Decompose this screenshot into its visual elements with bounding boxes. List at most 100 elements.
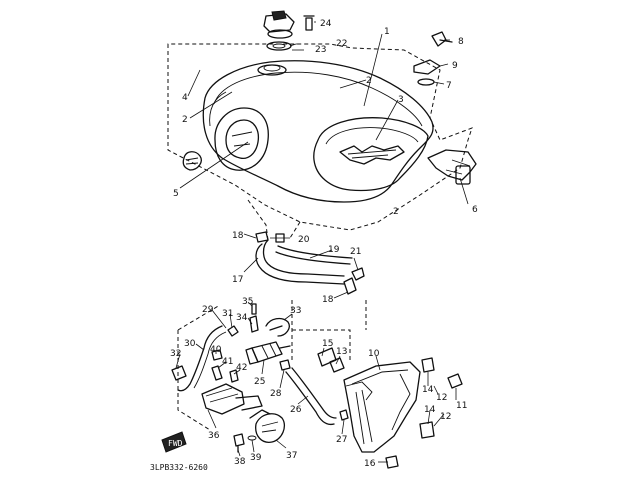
callout-11: 11 (456, 401, 467, 411)
callout-2: 2 (366, 76, 372, 86)
callout-38: 38 (234, 457, 246, 467)
callout-33: 33 (290, 306, 301, 316)
callout-29: 29 (202, 305, 214, 315)
bolt-41 (211, 365, 223, 381)
grommet-14-lower (419, 421, 435, 439)
fuel-cap[interactable] (263, 10, 295, 39)
relay-36 (201, 383, 263, 415)
callout-13: 13 (336, 347, 347, 357)
bolt-8 (431, 31, 453, 47)
callout-7: 7 (446, 81, 452, 91)
pump-boundary (291, 300, 367, 360)
drawing-code: 3LPB332-6260 (150, 463, 208, 472)
callout-31: 31 (222, 309, 233, 319)
fuel-pump (245, 341, 291, 365)
callout-20: 20 (298, 235, 310, 245)
clip-27 (339, 409, 349, 421)
wire-harness-2 (193, 331, 227, 389)
callout-5: 5 (173, 189, 179, 199)
callout-14: 14 (424, 405, 436, 415)
fuel-hose-17-outer (262, 239, 345, 277)
callout-4: 4 (182, 93, 188, 103)
callout-2: 2 (182, 115, 188, 125)
pump-bracket-33 (265, 317, 290, 337)
bolt-40 (211, 349, 223, 361)
callout-41: 41 (222, 357, 233, 367)
washer-7 (417, 78, 435, 86)
cap-screw (303, 15, 315, 31)
callout-8: 8 (458, 37, 464, 47)
tank-assembly-boundary (167, 43, 473, 231)
fuel-line-26-outer (291, 367, 337, 419)
washer-39 (247, 435, 257, 441)
left-boundary (177, 304, 221, 431)
screw-34 (249, 315, 259, 333)
callout-18: 18 (232, 231, 244, 241)
callout-2: 2 (393, 207, 399, 217)
callout-24: 24 (320, 19, 332, 29)
leader-lines (175, 21, 469, 463)
callout-10: 10 (368, 349, 380, 359)
hose-clip-18-lower (343, 277, 357, 295)
callout-34: 34 (236, 313, 248, 323)
callout-28: 28 (270, 389, 282, 399)
bolt-16 (385, 455, 399, 469)
callout-27: 27 (336, 435, 347, 445)
callout-18: 18 (322, 295, 334, 305)
connector-32 (171, 365, 187, 381)
callout-40: 40 (210, 345, 222, 355)
callout-19: 19 (328, 245, 340, 255)
hose-clip-21 (351, 267, 365, 281)
callout-12: 12 (440, 412, 451, 422)
clip-28 (279, 359, 291, 371)
washer-31 (227, 325, 239, 337)
front-arrow-icon: FWD (161, 431, 187, 453)
callout-26: 26 (290, 405, 302, 415)
callout-36: 36 (208, 431, 220, 441)
lower-boundary-line (247, 199, 301, 241)
callout-35: 35 (242, 297, 253, 307)
callout-6: 6 (472, 205, 478, 215)
pipe-15 (317, 347, 337, 367)
cap-gasket-inner (272, 43, 286, 49)
fuel-hose-19 (275, 251, 351, 265)
fuel-line-26 (285, 371, 335, 426)
callout-42: 42 (236, 363, 247, 373)
callout-25: 25 (254, 377, 265, 387)
callout-23: 23 (315, 45, 326, 55)
nut-13 (329, 357, 345, 373)
grommet-14-top (421, 357, 435, 373)
cover-37 (249, 409, 286, 443)
callout-1: 1 (384, 27, 390, 37)
callout-22: 22 (336, 39, 347, 49)
side-cover-10 (343, 361, 421, 453)
bolt-38 (233, 433, 245, 453)
callout-15: 15 (322, 339, 333, 349)
callouts: 1 2 2 2 3 4 5 6 7 8 9 10 11 12 12 13 14 … (170, 19, 478, 469)
fuel-hose-17 (255, 243, 345, 285)
hose-clip-20 (275, 233, 285, 243)
svg-text:FWD: FWD (168, 439, 183, 448)
rear-mount-bracket (427, 149, 477, 185)
callout-9: 9 (452, 61, 458, 71)
cap-gasket (266, 41, 292, 51)
tank-emblem (339, 145, 405, 165)
wire-harness (177, 325, 223, 392)
grommet-5 (182, 151, 202, 171)
callout-17: 17 (232, 275, 243, 285)
callout-30: 30 (184, 339, 196, 349)
damper-9 (413, 59, 441, 75)
fuel-tank (202, 60, 434, 203)
callout-32: 32 (170, 349, 181, 359)
callout-3: 3 (398, 95, 404, 105)
callout-37: 37 (286, 451, 297, 461)
callout-16: 16 (364, 459, 376, 469)
bolt-11 (447, 373, 463, 389)
screw-35 (251, 303, 257, 315)
fuel-hose-19-outer (277, 245, 353, 259)
callout-21: 21 (350, 247, 361, 257)
callout-12: 12 (436, 393, 447, 403)
bolt-42 (229, 369, 239, 383)
callout-39: 39 (250, 453, 262, 463)
